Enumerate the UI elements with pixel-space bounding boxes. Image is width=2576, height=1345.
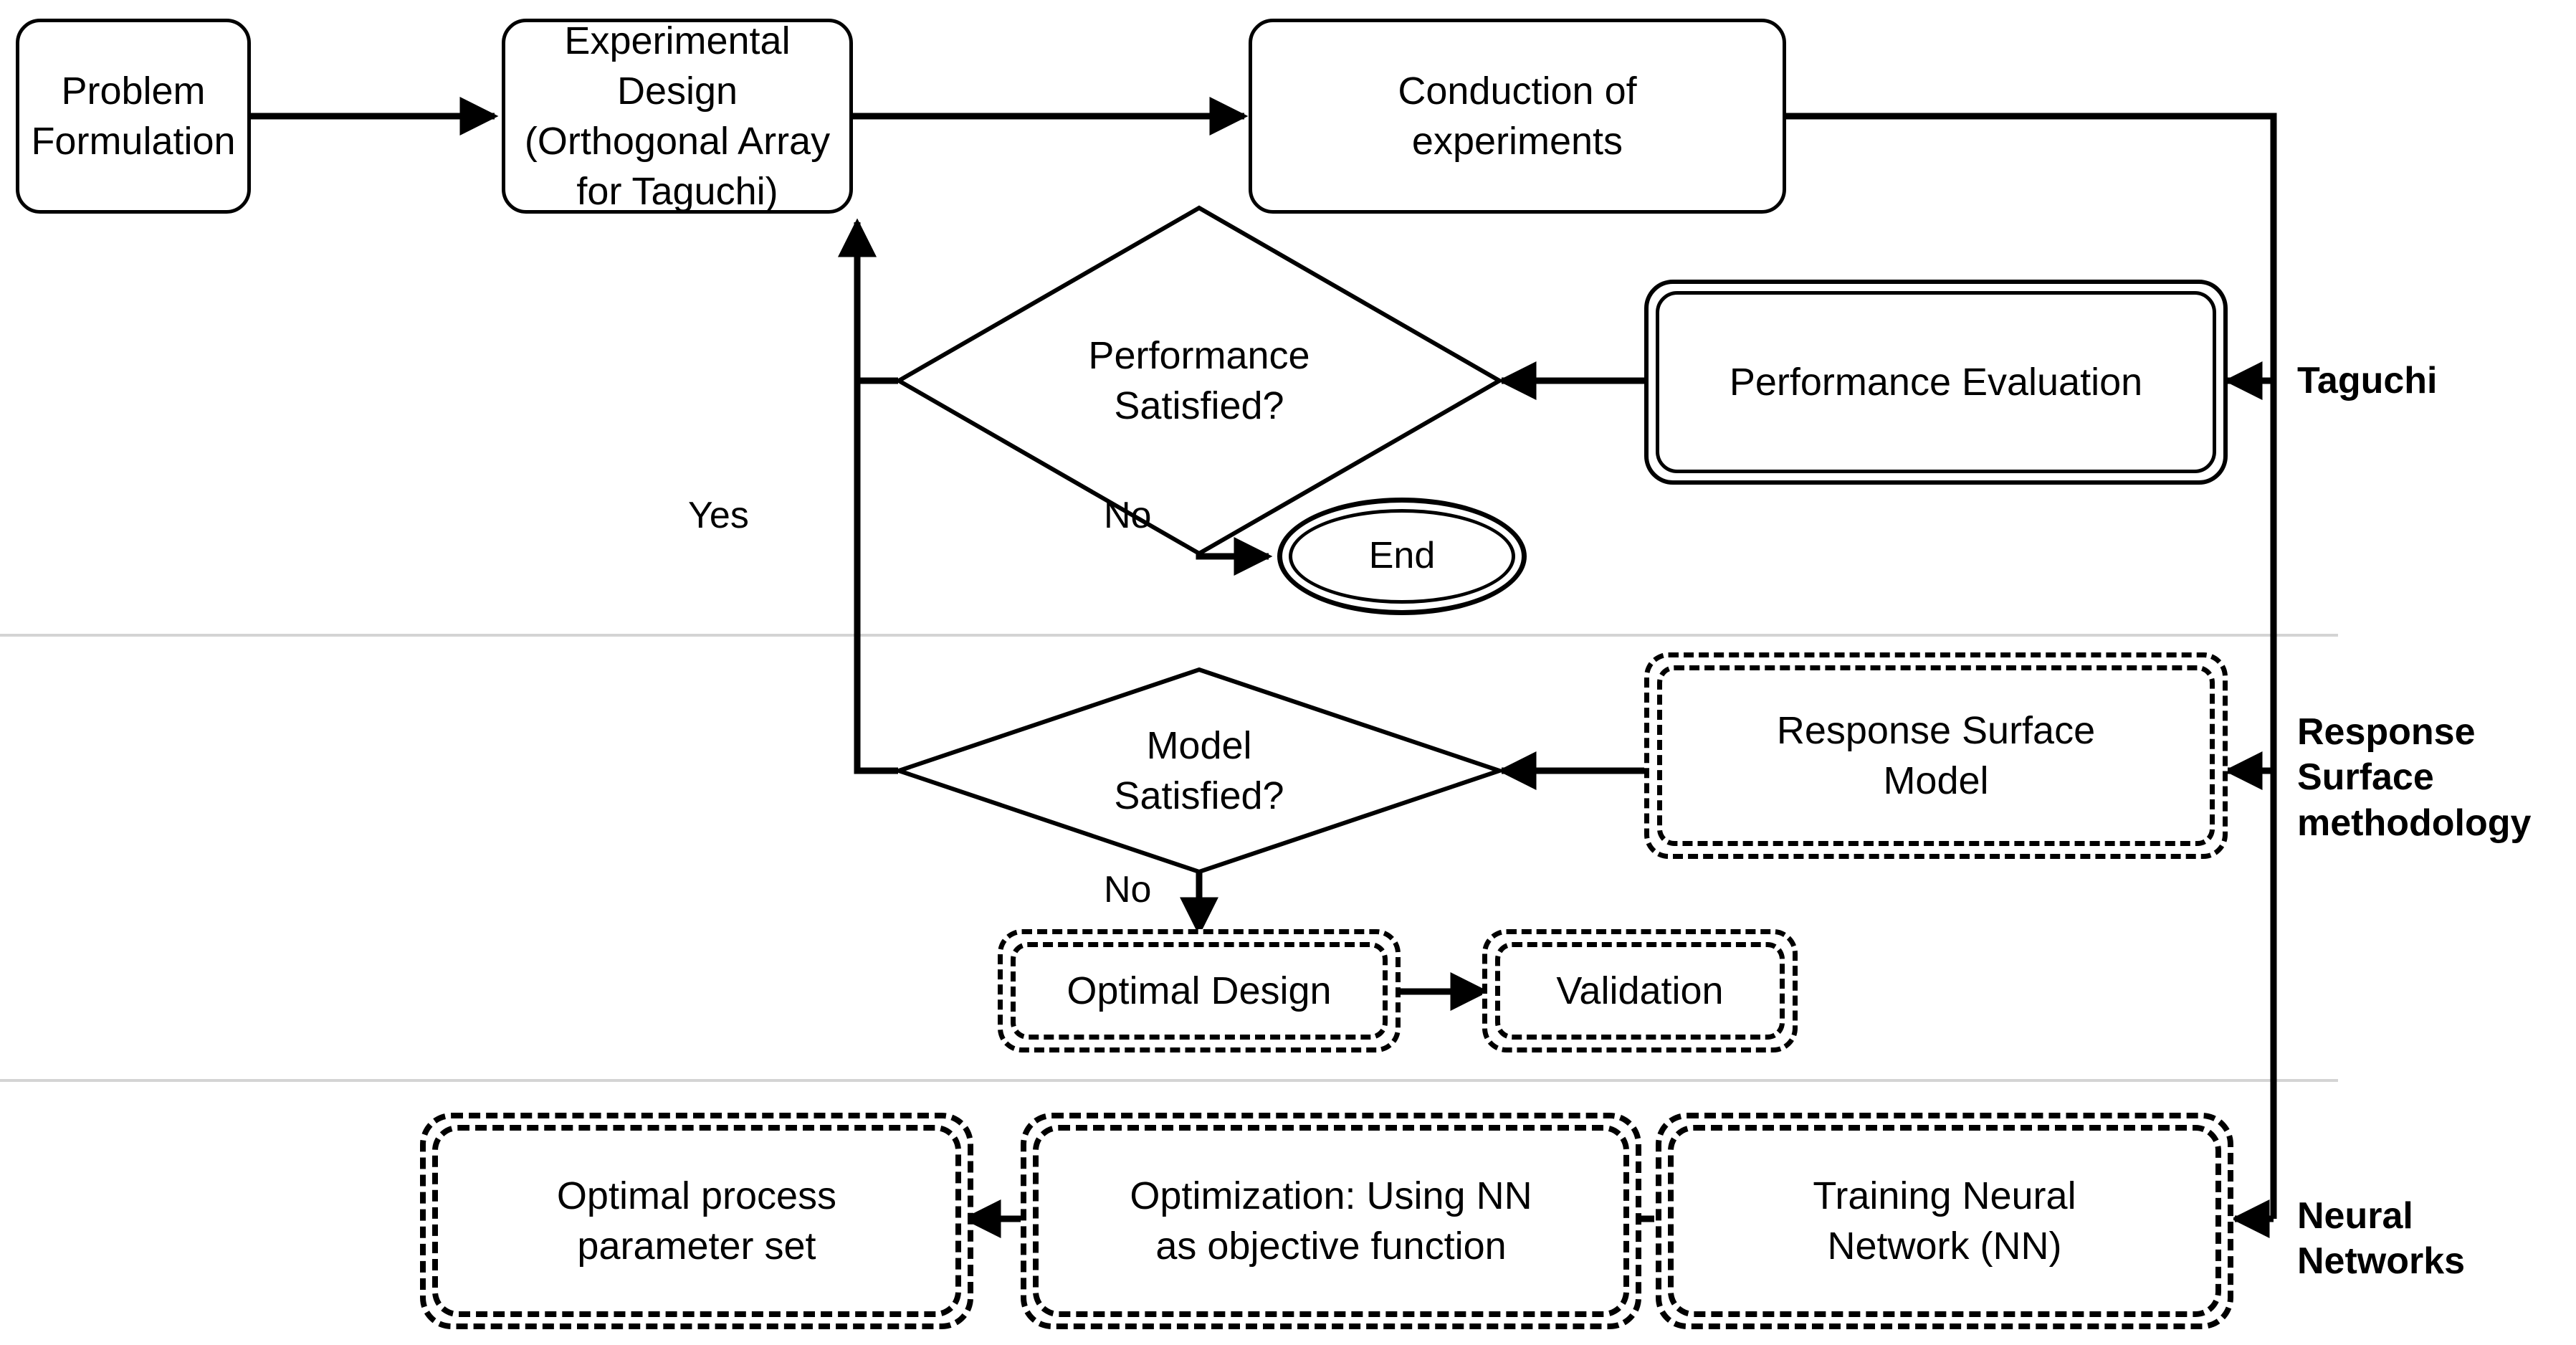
band-label-response-surface-methodology: Response Surface methodology — [2297, 711, 2532, 844]
node-optimal-process-parameter-set[interactable]: Optimal process parameter set — [420, 1113, 973, 1329]
node-response-surface-model[interactable]: Response Surface Model — [1644, 652, 2228, 859]
node-performance-evaluation[interactable]: Performance Evaluation — [1644, 280, 2228, 485]
edge-performance-yes-to-design — [838, 218, 898, 384]
performance-decision-shape — [894, 205, 1504, 556]
node-label: Conduction of experiments — [1398, 69, 1637, 163]
node-label: Performance Evaluation — [1729, 360, 2143, 404]
node-label: End — [1368, 535, 1436, 577]
node-label: Optimization: Using NN as objective func… — [1130, 1174, 1532, 1268]
node-training-neural-network[interactable]: Training Neural Network (NN) — [1656, 1113, 2233, 1329]
node-label: Training Neural Network (NN) — [1813, 1174, 2076, 1268]
band-divider-rsm-nn — [0, 1079, 2338, 1082]
node-label: Model Satisfied? — [1114, 723, 1284, 817]
node-label: Performance Satisfied? — [1088, 333, 1310, 427]
node-label: Problem Formulation — [31, 69, 236, 163]
node-label: Response Surface Model — [1776, 708, 2096, 802]
edge-label-yes: Yes — [688, 495, 749, 536]
node-problem-formulation[interactable]: Problem Formulation — [16, 19, 251, 214]
edge-label-no-model: No — [1104, 869, 1152, 911]
band-divider-taguchi-rsm — [0, 634, 2338, 637]
node-optimal-design[interactable]: Optimal Design — [998, 929, 1401, 1052]
node-label: Experimental Design (Orthogonal Array fo… — [524, 19, 831, 214]
node-optimization-using-nn[interactable]: Optimization: Using NN as objective func… — [1021, 1113, 1641, 1329]
node-model-decision[interactable]: Model Satisfied? — [899, 670, 1499, 872]
node-conduction-of-experiments[interactable]: Conduction of experiments — [1249, 19, 1786, 214]
band-label-taguchi: Taguchi — [2297, 360, 2438, 401]
node-performance-decision[interactable]: Performance Satisfied? — [899, 208, 1499, 553]
edge-conduction-to-trunk — [1784, 113, 2277, 1219]
node-end[interactable]: End — [1277, 498, 1527, 615]
node-validation[interactable]: Validation — [1482, 929, 1798, 1052]
node-experimental-design[interactable]: Experimental Design (Orthogonal Array fo… — [502, 19, 853, 214]
node-label: Optimal Design — [1067, 969, 1332, 1012]
node-label: Optimal process parameter set — [556, 1174, 837, 1268]
edge-model-yes-to-design — [838, 218, 898, 774]
edge-label-no-performance: No — [1104, 495, 1152, 536]
band-label-neural-networks: Neural Networks — [2297, 1195, 2466, 1283]
node-label: Validation — [1556, 969, 1724, 1012]
model-decision-shape — [892, 667, 1507, 875]
